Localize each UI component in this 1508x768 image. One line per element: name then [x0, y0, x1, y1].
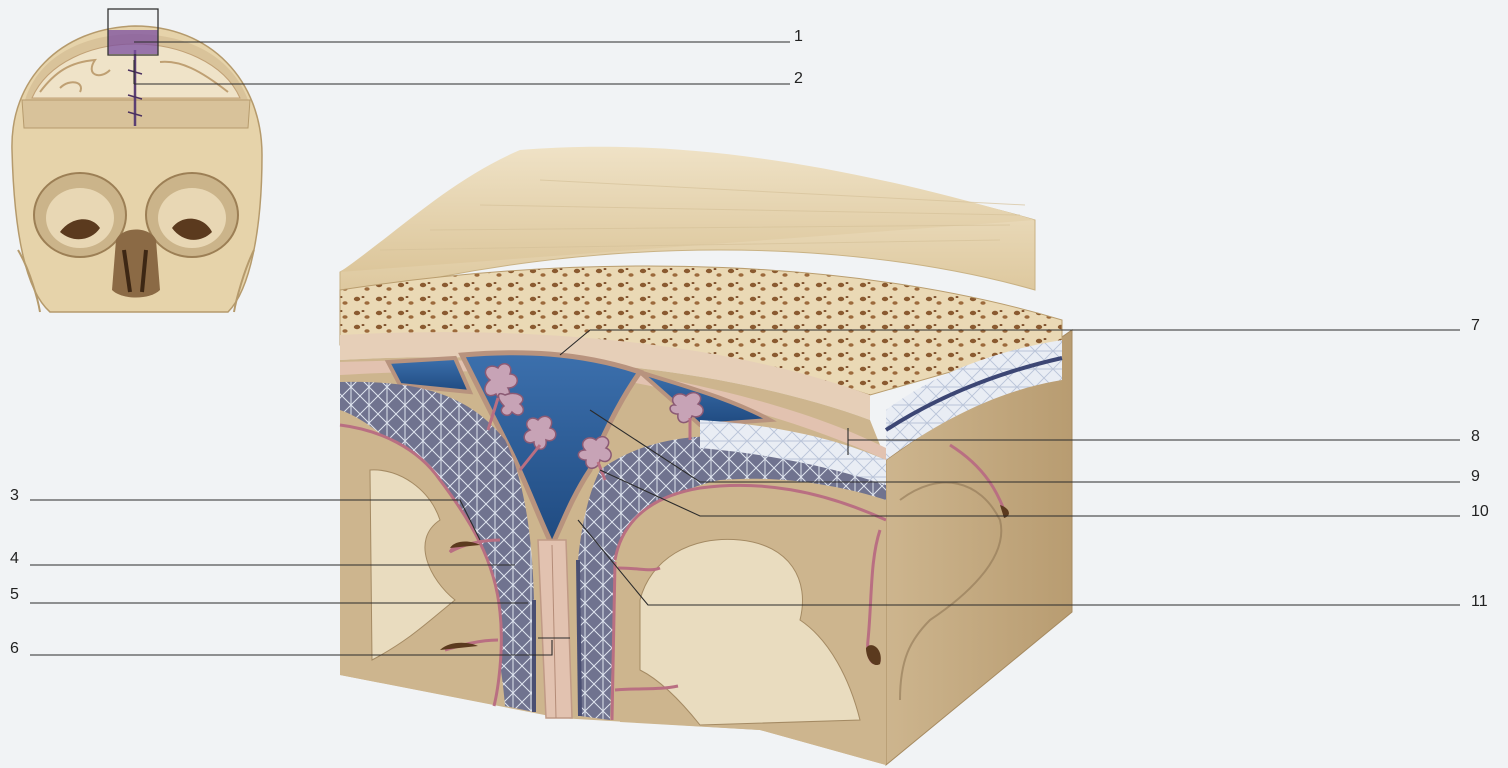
- label-7: 7: [1471, 317, 1480, 334]
- label-4: 4: [10, 550, 19, 567]
- label-2: 2: [794, 70, 803, 87]
- label-9: 9: [1471, 468, 1480, 485]
- label-8: 8: [1471, 428, 1480, 445]
- label-5: 5: [10, 586, 19, 603]
- label-1: 1: [794, 28, 803, 45]
- skull-inset: [12, 9, 262, 312]
- meninges-block: [340, 147, 1072, 765]
- label-11: 11: [1471, 593, 1488, 610]
- label-10: 10: [1471, 503, 1489, 520]
- label-3: 3: [10, 487, 19, 504]
- label-6: 6: [10, 640, 19, 657]
